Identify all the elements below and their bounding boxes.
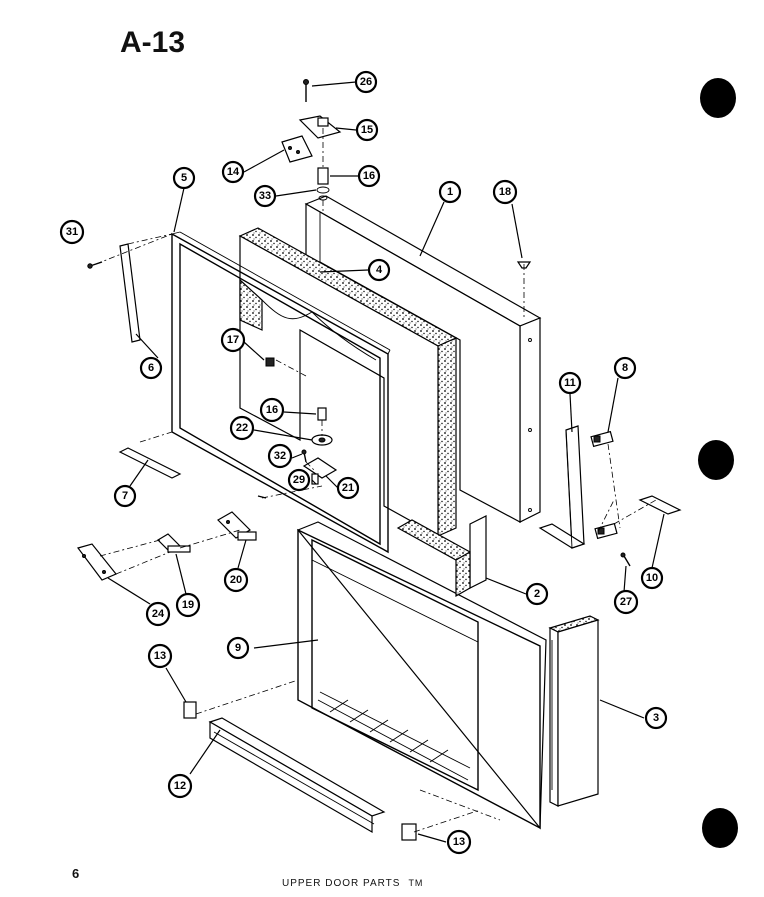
callout-2: 2 — [525, 582, 549, 606]
svg-text:16: 16 — [363, 170, 375, 182]
svg-text:5: 5 — [181, 172, 187, 184]
page-title: A-13 — [120, 26, 186, 59]
callout-10: 10 — [640, 566, 664, 590]
svg-text:21: 21 — [342, 482, 354, 494]
svg-text:27: 27 — [620, 596, 632, 608]
shelf-grid — [319, 691, 471, 769]
svg-text:12: 12 — [174, 780, 186, 792]
trim-strip-part — [119, 243, 141, 343]
side-breaker-strip-part — [548, 615, 600, 807]
callout-32: 32 — [267, 443, 293, 469]
lower-hinge-assembly — [257, 407, 338, 499]
svg-text:8: 8 — [622, 362, 628, 374]
svg-text:16: 16 — [266, 404, 278, 416]
hinge-plate-20 — [217, 511, 257, 541]
callout-11: 11 — [558, 371, 582, 395]
svg-text:13: 13 — [453, 836, 465, 848]
hinge-plate-19 — [157, 533, 191, 553]
binder-hole-top — [700, 78, 736, 118]
latch-part — [590, 430, 621, 540]
callout-9: 9 — [226, 636, 250, 660]
small-strip-part — [638, 495, 682, 515]
callout-29: 29 — [287, 468, 311, 492]
page-number: 6 — [72, 866, 80, 881]
callout-33: 33 — [253, 184, 277, 208]
callout-12: 12 — [167, 773, 193, 799]
svg-text:2: 2 — [534, 588, 540, 600]
svg-text:11: 11 — [564, 377, 576, 389]
screw-31-part — [87, 261, 103, 269]
callout-8: 8 — [613, 356, 637, 380]
bracket-13-upper — [183, 701, 197, 719]
callout-7: 7 — [113, 484, 137, 508]
outer-door-frame-part — [304, 195, 542, 523]
svg-text:14: 14 — [227, 166, 240, 178]
callout-4: 4 — [367, 258, 391, 282]
callout-19: 19 — [175, 592, 201, 618]
svg-text:33: 33 — [259, 190, 271, 202]
callout-3: 3 — [644, 706, 668, 730]
svg-text:22: 22 — [236, 422, 248, 434]
svg-text:31: 31 — [66, 226, 78, 238]
callout-27: 27 — [613, 589, 639, 615]
callout-16-top: 16 — [357, 164, 381, 188]
door-liner-shell-part — [297, 521, 547, 830]
inner-door-frame-part — [171, 231, 391, 554]
callout-22: 22 — [229, 415, 255, 441]
callout-5: 5 — [172, 166, 196, 190]
bottom-trim-part — [118, 447, 182, 479]
hinge-bracket-part — [538, 425, 586, 549]
callout-16-mid: 16 — [259, 397, 285, 423]
bracket-13-lower — [401, 823, 417, 841]
svg-text:3: 3 — [653, 712, 659, 724]
caption-text: UPPER DOOR PARTS — [282, 878, 401, 889]
bottom-rail-part — [208, 717, 386, 834]
svg-text:9: 9 — [235, 642, 241, 654]
svg-text:10: 10 — [646, 572, 658, 584]
svg-text:1: 1 — [447, 186, 453, 198]
caption-trademark: TM — [408, 878, 424, 888]
svg-text:17: 17 — [227, 334, 239, 346]
svg-text:19: 19 — [182, 599, 194, 611]
svg-text:32: 32 — [274, 450, 286, 462]
hinge-plate-24 — [76, 543, 117, 581]
callout-1: 1 — [438, 180, 462, 204]
leader-lines — [107, 81, 665, 843]
svg-text:26: 26 — [360, 76, 372, 88]
callout-20: 20 — [223, 567, 249, 593]
svg-text:29: 29 — [293, 474, 305, 486]
alignment-lines — [95, 128, 657, 833]
callout-24: 24 — [145, 601, 171, 627]
binder-hole-bottom — [702, 808, 738, 848]
callout-14: 14 — [221, 160, 245, 184]
svg-text:4: 4 — [376, 264, 383, 276]
gasket-strip-part — [396, 515, 487, 598]
svg-text:7: 7 — [122, 490, 128, 502]
svg-text:20: 20 — [230, 574, 242, 586]
callout-21: 21 — [336, 476, 360, 500]
svg-text:24: 24 — [152, 608, 165, 620]
plug-part — [265, 357, 275, 367]
callout-18: 18 — [492, 179, 518, 205]
page-caption: UPPER DOOR PARTS TM — [282, 878, 423, 889]
callout-17: 17 — [220, 327, 246, 353]
binder-hole-middle — [698, 440, 734, 480]
svg-text:15: 15 — [361, 124, 373, 136]
callout-15: 15 — [355, 118, 379, 142]
callout-26: 26 — [354, 70, 378, 94]
top-hinge-assembly — [281, 79, 342, 201]
svg-text:18: 18 — [499, 186, 511, 198]
screw-27-part — [620, 552, 631, 567]
callout-6: 6 — [139, 356, 163, 380]
callout-13-lower: 13 — [446, 829, 472, 855]
svg-text:13: 13 — [154, 650, 166, 662]
callout-13-upper: 13 — [147, 643, 173, 669]
callout-31: 31 — [59, 219, 85, 245]
svg-text:6: 6 — [148, 362, 154, 374]
